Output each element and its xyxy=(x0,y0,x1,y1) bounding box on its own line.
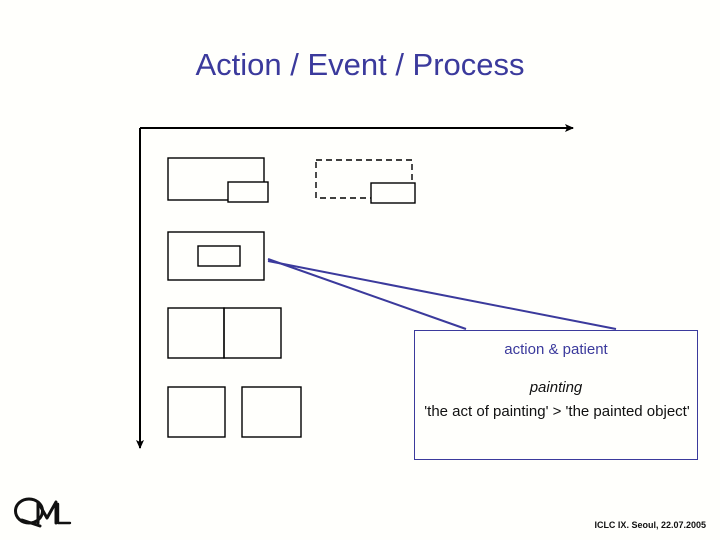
box-dashed-corner xyxy=(315,159,413,199)
box-solid-corner-inner xyxy=(227,181,269,203)
box-solid-center xyxy=(167,231,265,281)
callout-term: painting xyxy=(529,379,583,396)
qml-logo-icon xyxy=(14,497,72,528)
box-solid-corner xyxy=(167,157,265,201)
footer-note: ICLC IX. Seoul, 22.07.2005 xyxy=(594,520,706,530)
pointer-line-lower xyxy=(267,260,617,330)
box-separate-right xyxy=(241,386,302,438)
callout-gloss: 'the act of painting' > 'the painted obj… xyxy=(424,403,690,420)
callout-heading: action & patient xyxy=(504,341,608,358)
box-dashed-corner-inner xyxy=(370,182,416,204)
box-pair-left xyxy=(167,307,225,359)
box-pair-right xyxy=(223,307,282,359)
box-solid-center-inner xyxy=(197,245,241,267)
pointer-line-upper xyxy=(267,258,467,330)
callout-box: action & patient painting 'the act of pa… xyxy=(414,330,698,460)
box-separate-left xyxy=(167,386,226,438)
page-title: Action / Event / Process xyxy=(195,47,525,82)
